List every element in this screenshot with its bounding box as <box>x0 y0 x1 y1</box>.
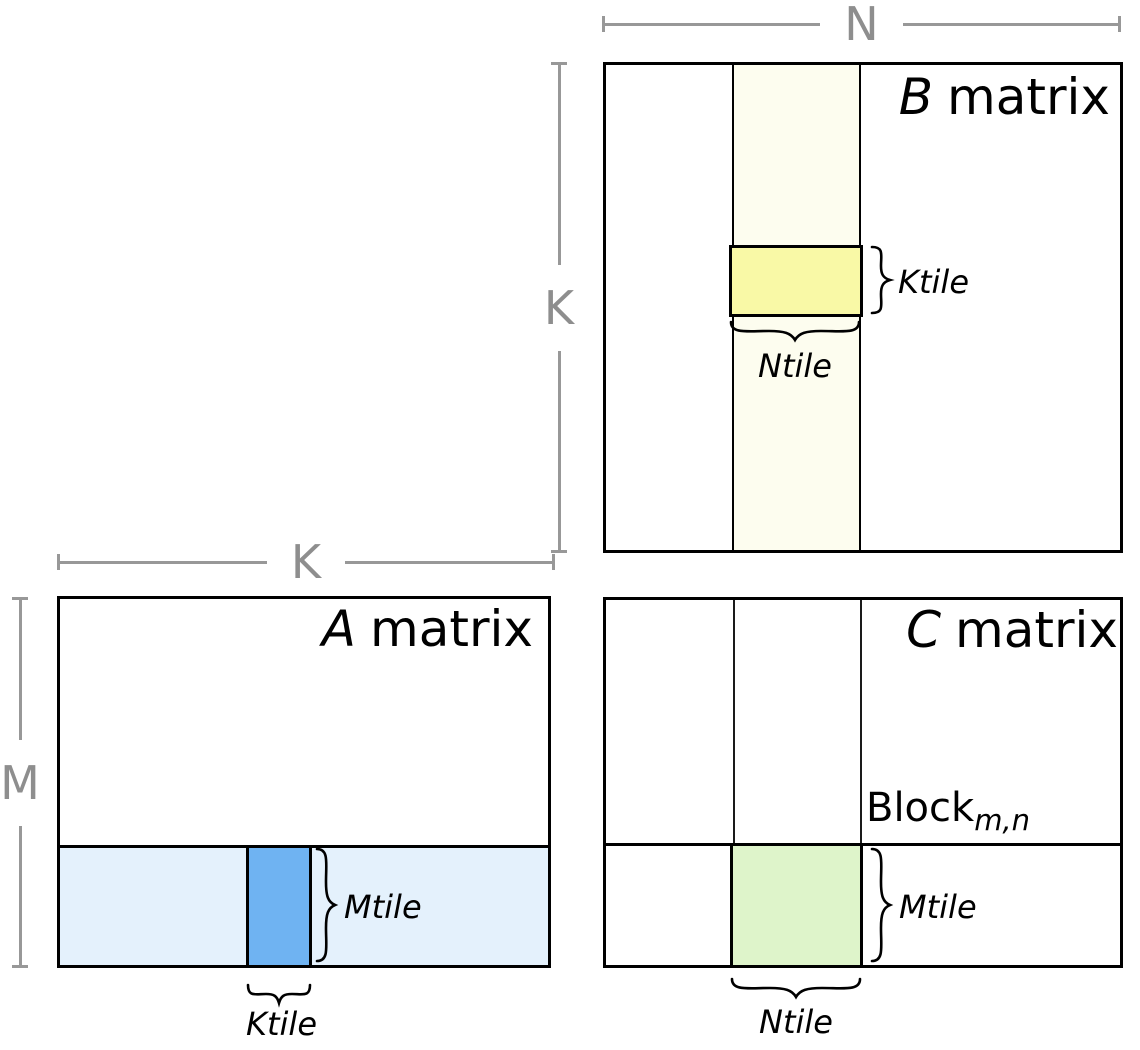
b-matrix-title-word: matrix <box>947 68 1110 126</box>
dimension-line-k-b: K <box>544 62 574 553</box>
dimension-tick <box>602 16 605 32</box>
a-ktile-label: Ktile <box>246 1005 317 1043</box>
dimension-label-k-b: K <box>543 280 575 335</box>
dimension-line-segment <box>557 65 561 265</box>
c-mtile-label: Mtile <box>899 888 977 926</box>
dimension-line-k-a: K <box>57 539 556 585</box>
c-matrix-block-tile <box>730 843 863 968</box>
a-matrix-title-letter: A <box>321 600 356 658</box>
a-matrix-mtile-ktile-tile <box>246 845 312 968</box>
b-matrix-box <box>603 62 1123 553</box>
c-matrix-column-line-left <box>733 600 735 965</box>
c-matrix-box <box>603 597 1123 968</box>
dimension-line-n: N <box>602 1 1122 47</box>
dimension-label-k-a: K <box>290 535 322 589</box>
dimension-label-m: M <box>0 755 40 810</box>
c-ntile-label: Ntile <box>759 1003 833 1041</box>
dimension-tick <box>551 62 567 65</box>
dimension-line-segment <box>60 560 267 564</box>
ktile-brace <box>870 245 895 315</box>
a-matrix-title-word: matrix <box>370 600 533 658</box>
b-ktile-label: Ktile <box>898 263 969 301</box>
dimension-tick <box>12 965 28 968</box>
dimension-line-m: M <box>0 597 40 968</box>
dimension-tick <box>1118 16 1122 32</box>
c-block-label-subscript: m,n <box>974 803 1031 837</box>
dimension-tick <box>12 597 28 600</box>
dimension-line-segment <box>605 22 821 26</box>
dimension-line-segment <box>345 560 553 564</box>
mtile-brace-c <box>870 847 894 963</box>
c-matrix-title-letter: C <box>906 601 941 659</box>
dimension-tick <box>57 554 60 570</box>
c-matrix-title-word: matrix <box>955 601 1118 659</box>
b-matrix-ktile-ntile-tile <box>729 245 863 317</box>
mtile-brace-a <box>315 847 339 963</box>
ntile-underbrace-c <box>730 977 862 1000</box>
dimension-label-n: N <box>844 0 879 51</box>
c-matrix-column-line-right <box>860 600 862 965</box>
dimension-line-segment <box>557 350 561 550</box>
b-ntile-label: Ntile <box>758 347 832 385</box>
dimension-line-segment <box>18 825 22 965</box>
dimension-line-segment <box>18 600 22 740</box>
c-block-label-text: Block <box>866 785 975 831</box>
c-matrix-row-line <box>606 843 1120 846</box>
dimension-line-segment <box>902 22 1119 26</box>
ntile-underbrace-b <box>729 320 861 343</box>
a-mtile-label: Mtile <box>344 888 422 926</box>
dimension-tick <box>551 550 567 553</box>
ktile-underbrace-a <box>246 983 312 1008</box>
dimension-tick <box>552 554 556 570</box>
b-matrix-title-letter: B <box>898 68 933 126</box>
c-block-label: Blockm,n <box>866 788 1030 835</box>
